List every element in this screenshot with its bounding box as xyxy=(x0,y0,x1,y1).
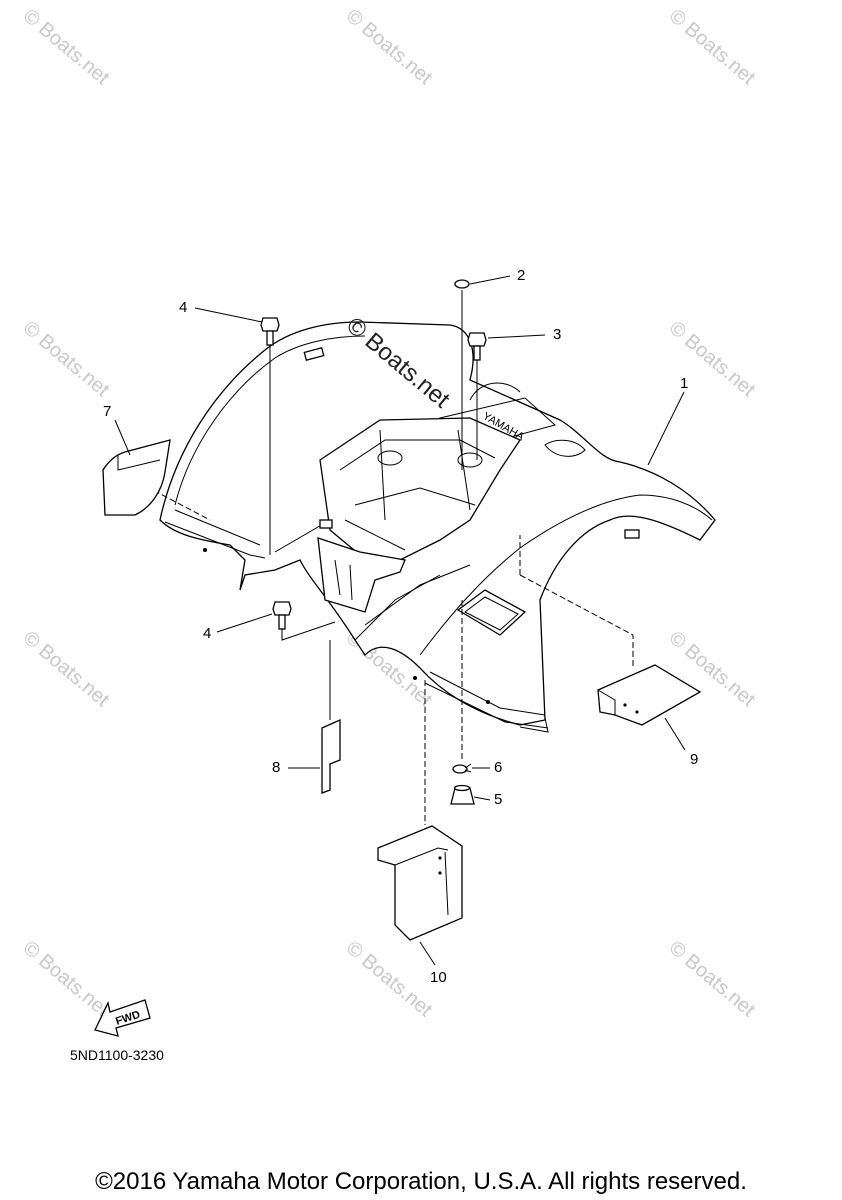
callout-9: 9 xyxy=(690,751,698,768)
watermark: © Boats.net xyxy=(665,5,760,89)
callout-4-upper: 4 xyxy=(179,299,187,316)
callout-3: 3 xyxy=(553,326,561,343)
plug-part-2[interactable] xyxy=(454,279,470,470)
guard-part-10[interactable] xyxy=(377,680,463,941)
watermark: © Boats.net xyxy=(665,317,760,401)
watermark: © Boats.net xyxy=(19,317,114,401)
bolt-part-4-upper[interactable] xyxy=(260,317,280,555)
callout-8: 8 xyxy=(272,759,280,776)
watermark: © Boats.net xyxy=(19,627,114,711)
callout-4-lower: 4 xyxy=(203,625,211,642)
watermark: © Boats.net xyxy=(342,5,437,89)
bolt-part-3[interactable] xyxy=(467,332,487,460)
callout-6: 6 xyxy=(494,759,502,776)
callout-10: 10 xyxy=(430,969,447,986)
guard-part-8[interactable] xyxy=(321,640,341,794)
watermark: © Boats.net xyxy=(665,937,760,1021)
part-code: 5ND1100-3230 xyxy=(70,1047,164,1063)
fwd-arrow-icon: FWD xyxy=(94,999,151,1037)
callout-1: 1 xyxy=(680,375,688,392)
watermark: © Boats.net xyxy=(342,937,437,1021)
bolt-part-4-lower[interactable] xyxy=(272,601,336,641)
callout-5: 5 xyxy=(494,791,502,808)
mud-flap-part-7[interactable] xyxy=(102,439,171,516)
callout-7: 7 xyxy=(103,403,111,420)
watermark: © Boats.net xyxy=(19,937,114,1021)
rear-fender[interactable]: YAMAHA xyxy=(129,321,716,760)
watermark: © Boats.net xyxy=(19,5,114,89)
callout-leaders xyxy=(114,275,686,966)
callout-2: 2 xyxy=(517,267,525,284)
mud-flap-part-9[interactable] xyxy=(597,664,702,726)
clip-part-6[interactable] xyxy=(452,763,472,774)
copyright-notice: ©2016 Yamaha Motor Corporation, U.S.A. A… xyxy=(95,1168,747,1195)
damper-part-5[interactable] xyxy=(450,784,475,805)
